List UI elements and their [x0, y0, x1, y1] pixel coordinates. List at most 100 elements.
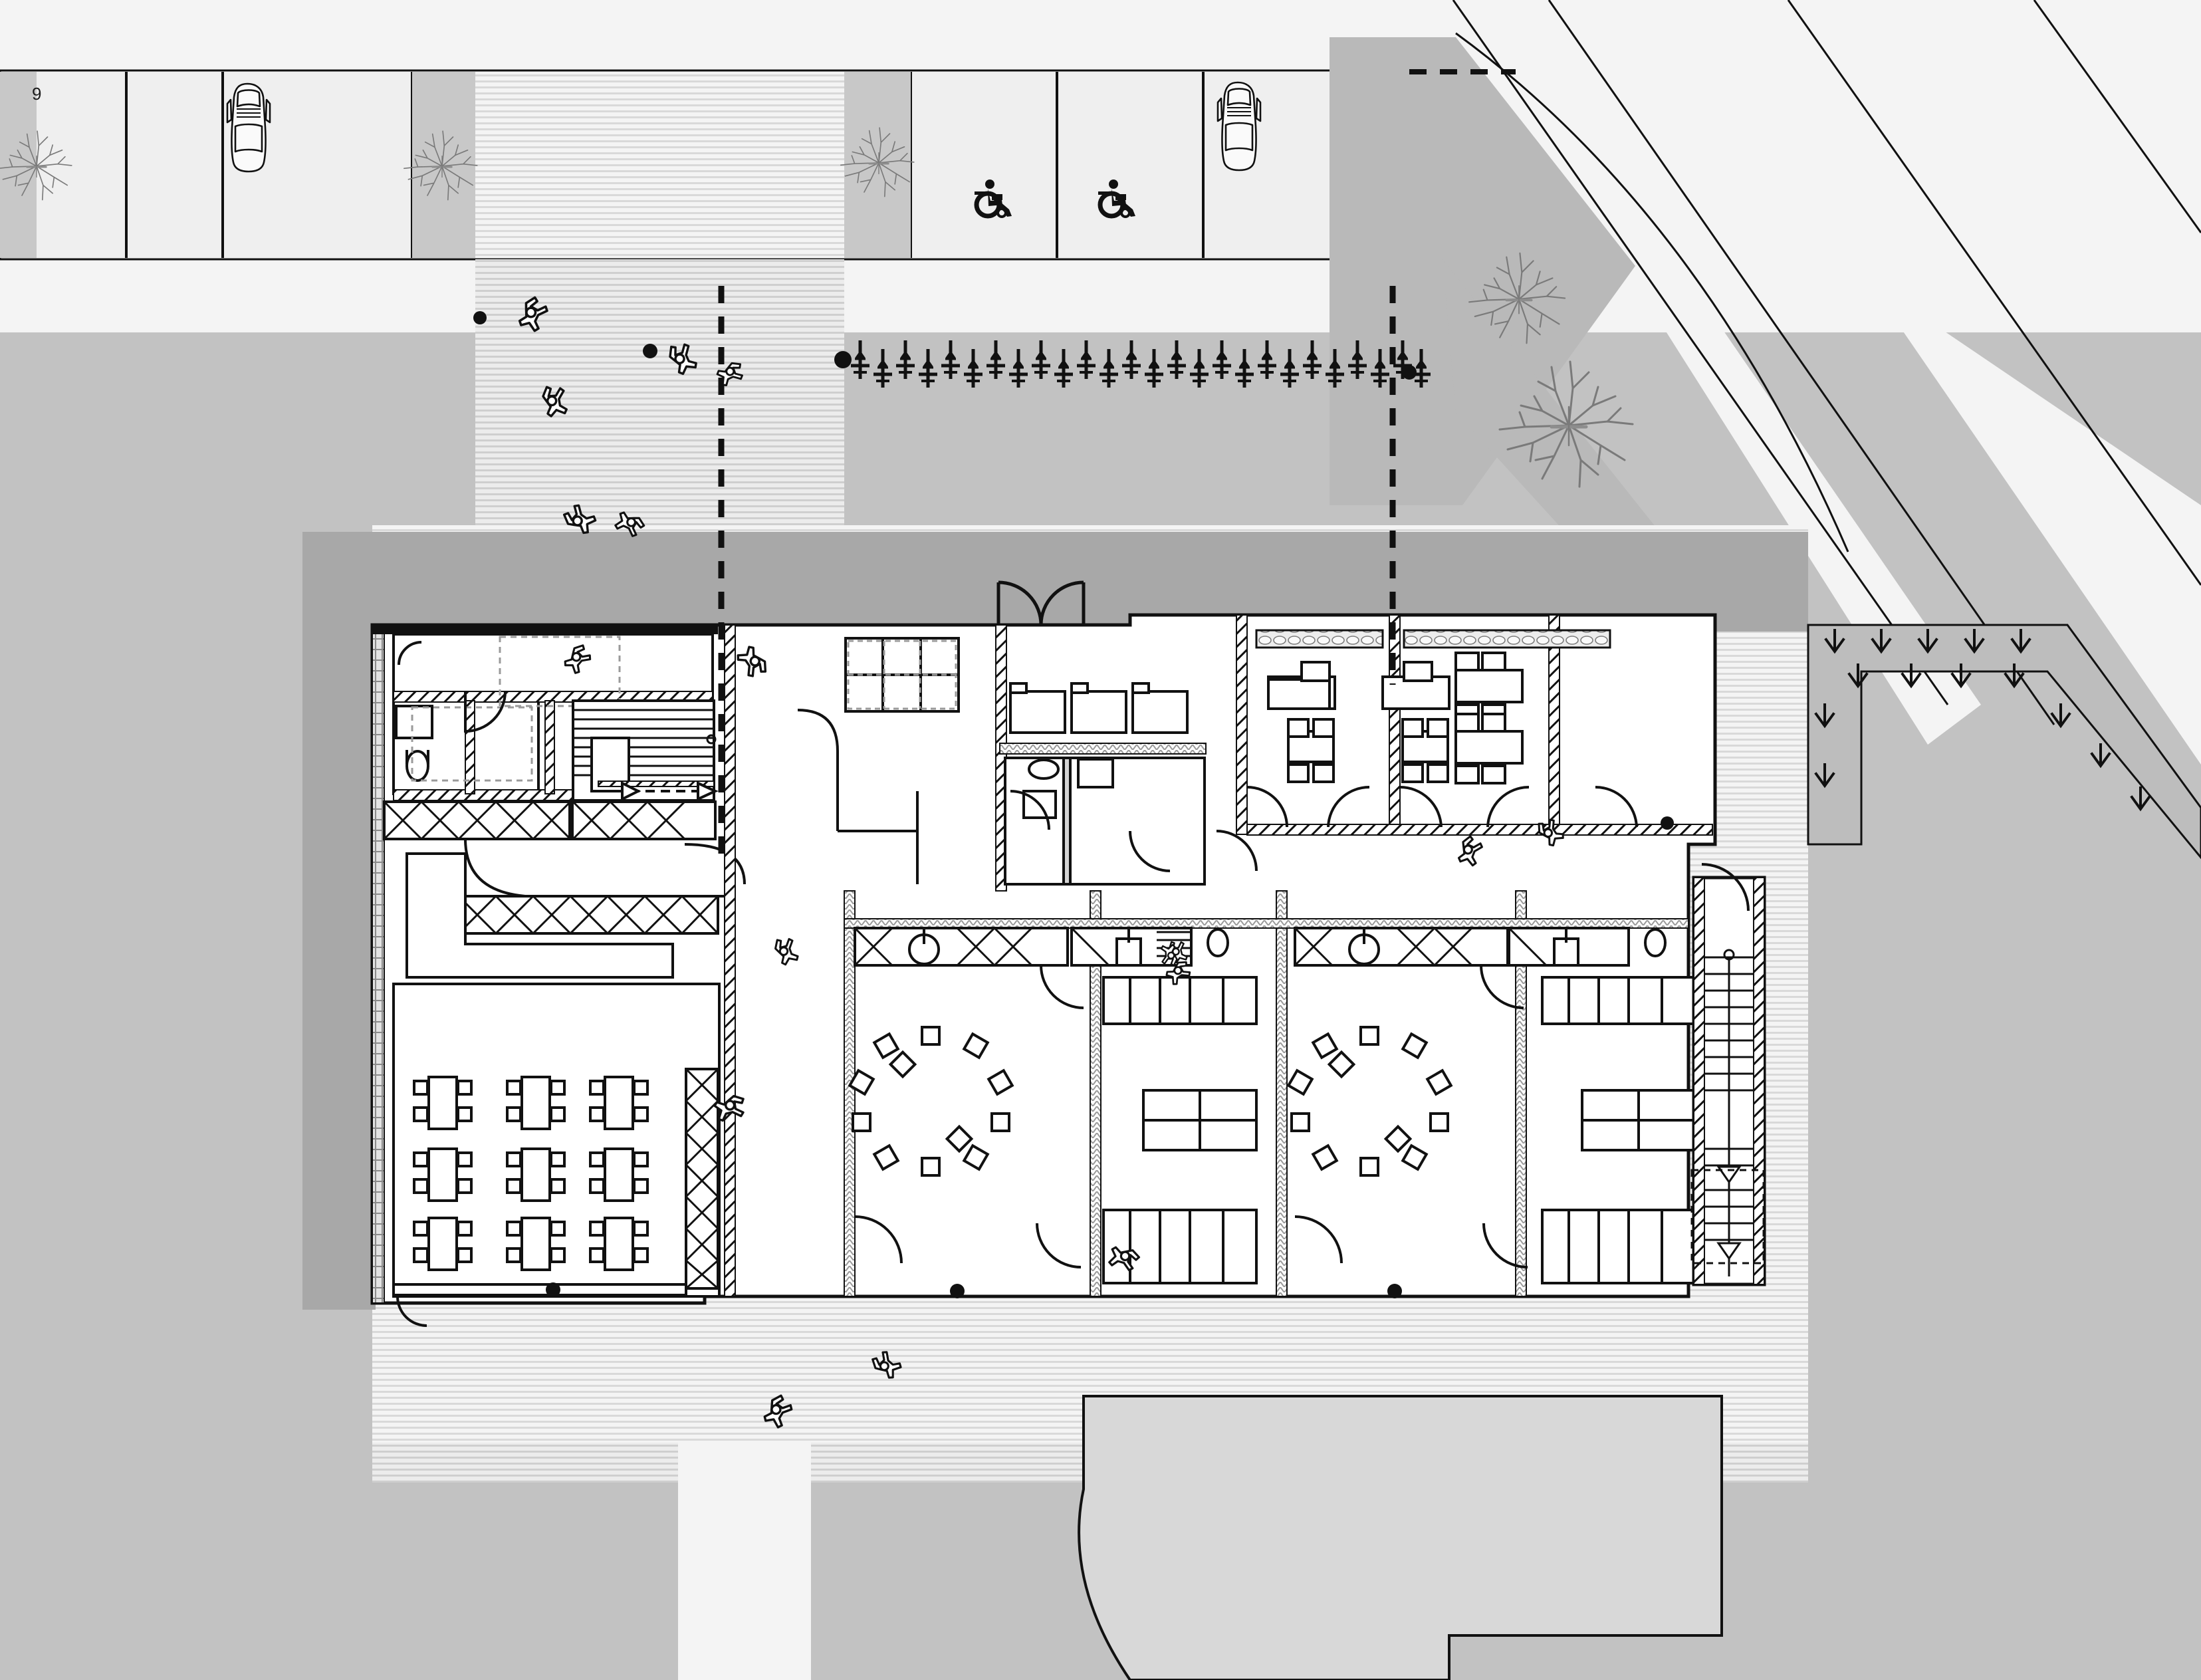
- road: [1452, 0, 2201, 765]
- chair-square-icon: [457, 1106, 473, 1122]
- chair-square-icon: [506, 1151, 522, 1167]
- main-stair-west: [572, 699, 719, 802]
- cabinet-run-west-2: [457, 895, 719, 935]
- chair-square-icon: [413, 1106, 429, 1122]
- door-swing: [854, 965, 1528, 1268]
- chair-square-icon: [457, 1221, 473, 1237]
- chair-square-icon: [633, 1247, 649, 1263]
- chair-square-icon: [633, 1106, 649, 1122]
- dining-hall: [392, 983, 721, 1327]
- group-room-wing: [844, 890, 1696, 1298]
- chair-square-icon: [550, 1151, 566, 1167]
- chair-square-icon: [506, 1178, 522, 1194]
- dining-table: [604, 1147, 634, 1202]
- office-two: [1381, 661, 1450, 783]
- counter-icon: [1070, 690, 1127, 734]
- escape-stair-east: [1690, 863, 1766, 1286]
- dining-table: [521, 1147, 551, 1202]
- toilet-icon: [1028, 759, 1060, 780]
- group-room-left: [848, 1026, 1014, 1177]
- chair-square-icon: [1312, 763, 1335, 783]
- door-swing: [1010, 790, 1050, 830]
- kitchen: [1009, 682, 1189, 734]
- door-swing: [1701, 863, 1750, 911]
- dining-table: [427, 1147, 458, 1202]
- meeting-table: [1454, 669, 1524, 703]
- chair-square-icon: [1287, 763, 1310, 783]
- node-dot-icon: [1387, 1284, 1402, 1298]
- chair-square-icon: [413, 1080, 429, 1096]
- dining-table: [427, 1217, 458, 1271]
- chair-square-icon: [550, 1106, 566, 1122]
- upper-verge: [0, 0, 1489, 72]
- counter-icon: [1131, 690, 1189, 734]
- wet-room-right: [1294, 927, 1667, 967]
- chair-square-icon: [1454, 765, 1480, 784]
- chair-square-icon: [550, 1178, 566, 1194]
- up-arrow-icon: [621, 780, 719, 802]
- chair-square-icon: [550, 1080, 566, 1096]
- curved-partition: [464, 838, 725, 898]
- chair-square-icon: [1481, 765, 1506, 784]
- chair-square-icon: [506, 1106, 522, 1122]
- chair-square-icon: [457, 1247, 473, 1263]
- shelf-icon: [411, 636, 621, 782]
- chair-square-icon: [413, 1151, 429, 1167]
- chair-square-icon: [633, 1080, 649, 1096]
- chair-square-icon: [633, 1221, 649, 1237]
- chair-square-icon: [589, 1106, 605, 1122]
- chair-square-icon: [1427, 718, 1449, 738]
- chair-square-icon: [1427, 763, 1449, 783]
- chair-square-icon: [1300, 661, 1331, 682]
- roof-shadow-north: [302, 532, 1808, 632]
- car-top-view-icon: [1216, 81, 1262, 172]
- meeting-table: [1454, 730, 1524, 765]
- car-top-view-icon: [226, 82, 271, 173]
- dining-table: [604, 1217, 634, 1271]
- dining-table: [521, 1076, 551, 1130]
- chair-square-icon: [506, 1247, 522, 1263]
- door-swing: [1246, 786, 1638, 828]
- group-room-right: [1286, 1026, 1453, 1177]
- node-dot-icon: [950, 1284, 965, 1298]
- meeting-room: [1454, 652, 1524, 784]
- dining-table: [604, 1076, 634, 1130]
- chair-square-icon: [1454, 652, 1480, 671]
- chair-square-icon: [589, 1151, 605, 1167]
- chair-square-icon: [633, 1151, 649, 1167]
- chair-square-icon: [550, 1247, 566, 1263]
- office-wing: [1236, 614, 1713, 836]
- chair-square-icon: [506, 1221, 522, 1237]
- parking-bay-label-left: 9: [32, 84, 41, 104]
- slope-strip: [1807, 624, 2201, 860]
- terrace: [1078, 1395, 1723, 1680]
- locker-bank: [844, 637, 960, 713]
- entry-doors: [996, 580, 1086, 626]
- door-swing: [396, 1296, 427, 1327]
- staff-wc: [1004, 757, 1206, 886]
- chair-square-icon: [633, 1178, 649, 1194]
- chair-square-icon: [1481, 713, 1506, 733]
- node-dot-icon: [546, 1282, 560, 1297]
- cabinet-run-west: [383, 800, 717, 840]
- chair-square-icon: [589, 1080, 605, 1096]
- chair-square-icon: [413, 1247, 429, 1263]
- chair-square-icon: [589, 1178, 605, 1194]
- parking-row: 9 16: [0, 69, 1411, 261]
- chair-square-icon: [1401, 763, 1424, 783]
- office-one: [1267, 661, 1336, 783]
- chair-square-icon: [457, 1178, 473, 1194]
- chair-square-icon: [1401, 718, 1424, 738]
- dining-table: [521, 1217, 551, 1271]
- chair-square-icon: [1454, 713, 1480, 733]
- node-dot-icon: [1661, 816, 1674, 830]
- chair-square-icon: [413, 1178, 429, 1194]
- chair-square-icon: [457, 1080, 473, 1096]
- chair-square-icon: [506, 1080, 522, 1096]
- toilet-icon: [1207, 928, 1229, 957]
- chair-square-icon: [1312, 718, 1335, 738]
- toilet-icon: [405, 750, 429, 782]
- dining-table: [427, 1076, 458, 1130]
